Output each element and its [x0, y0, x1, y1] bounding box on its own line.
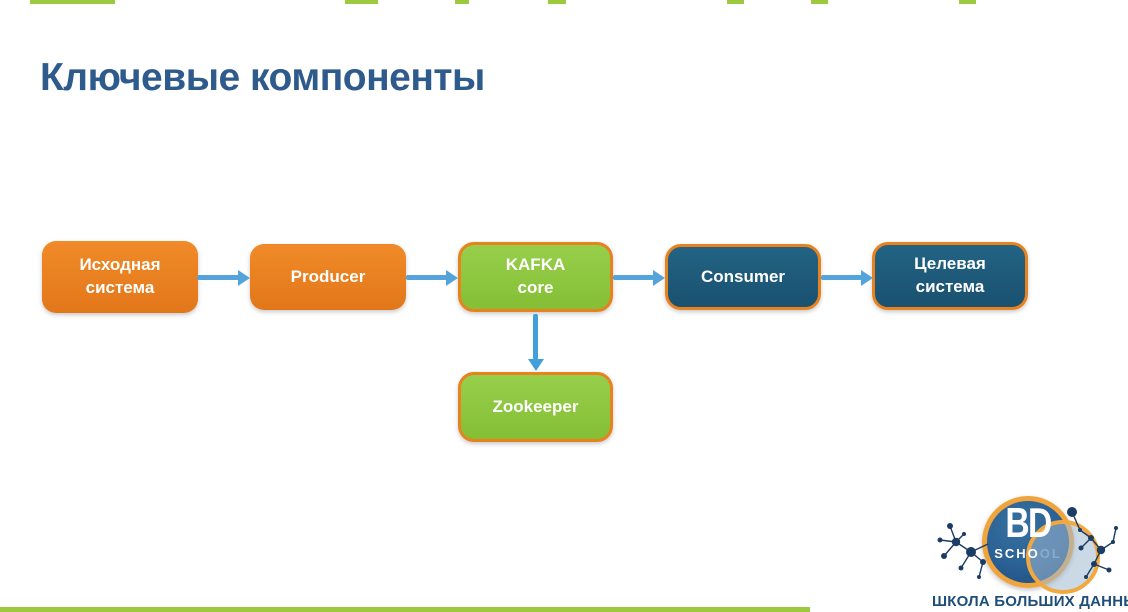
- logo-school-text: SCHOOL: [994, 546, 1062, 561]
- top-accent-dash: [548, 0, 566, 4]
- node-zookeeper-label: Zookeeper: [492, 396, 579, 416]
- arrow-kafka-to-zookeeper: [533, 314, 538, 360]
- top-accent-dash: [811, 0, 828, 4]
- top-accent-dash: [959, 0, 976, 4]
- arrow-source-to-producer: [197, 275, 239, 280]
- top-accent-dash: [727, 0, 744, 4]
- logo-caption: ШКОЛА БОЛЬШИХ ДАННЫХ: [932, 593, 1128, 610]
- node-zookeeper: Zookeeper: [458, 372, 613, 442]
- arrow-kafka-to-consumer: [613, 275, 654, 280]
- top-accent-dash: [30, 0, 115, 4]
- top-accent-dash: [455, 0, 469, 4]
- node-consumer-label: Consumer: [700, 266, 786, 286]
- node-producer: Producer: [250, 244, 406, 310]
- top-accent-dash: [345, 0, 378, 4]
- arrow-consumer-to-target: [821, 275, 862, 280]
- node-consumer: Consumer: [665, 244, 821, 310]
- page-title: Ключевые компоненты: [40, 56, 485, 100]
- node-producer-label: Producer: [290, 266, 366, 286]
- bottom-accent-bar: [0, 607, 810, 612]
- arrow-producer-to-kafka: [406, 275, 447, 280]
- bdschool-logo: BD SCHOOL ШКОЛА БОЛЬШИХ ДАННЫХ: [930, 482, 1128, 612]
- logo-bd-text: BD: [1005, 499, 1052, 546]
